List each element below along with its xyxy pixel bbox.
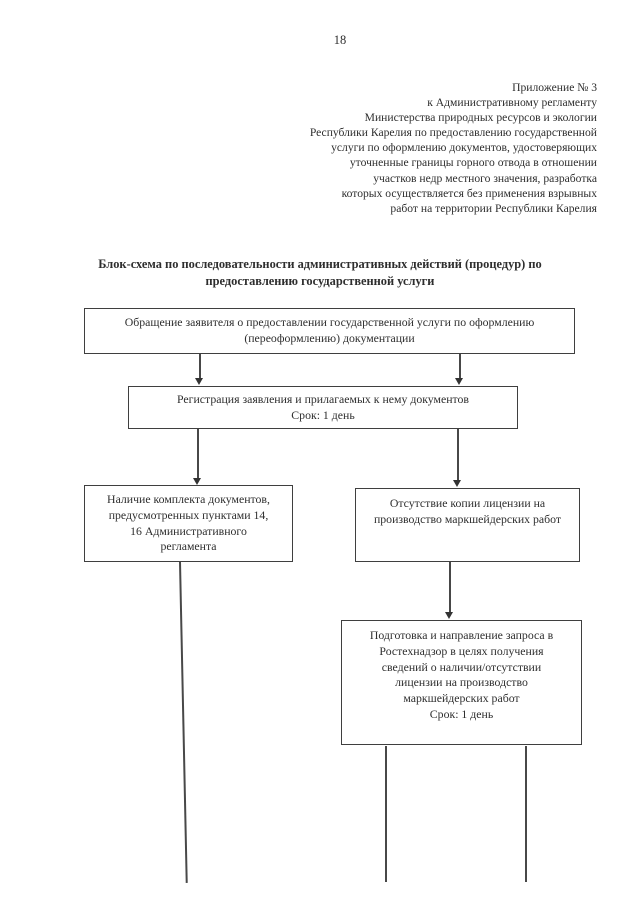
connector-rostechnadzor-down-right xyxy=(525,746,527,882)
flow-box-rostechnadzor-label: Подготовка и направление запроса в Росте… xyxy=(369,628,554,721)
page-number: 18 xyxy=(333,33,347,47)
connector-application-to-registration-left xyxy=(199,354,201,379)
flow-box-registration-label: Регистрация заявления и прилагаемых к не… xyxy=(176,391,470,422)
flow-box-application-label: Обращение заявителя о предоставлении гос… xyxy=(124,315,535,345)
flow-box-license-missing-label: Отсутствие копии лицензии на производств… xyxy=(373,496,562,526)
connector-registration-to-license xyxy=(457,429,459,481)
flow-box-application: Обращение заявителя о предоставлении гос… xyxy=(84,308,575,354)
arrow-down-icon xyxy=(195,378,203,385)
flow-box-docs-present-label: Наличие комплекта документов, предусмотр… xyxy=(107,491,270,554)
document-title: Блок-схема по последовательности админис… xyxy=(98,257,542,288)
connector-application-to-registration-right xyxy=(459,354,461,379)
arrow-down-icon xyxy=(455,378,463,385)
connector-docs-down xyxy=(179,561,188,883)
arrow-down-icon xyxy=(193,478,201,485)
flow-box-registration: Регистрация заявления и прилагаемых к не… xyxy=(128,386,518,429)
connector-rostechnadzor-down-left xyxy=(385,746,387,882)
arrow-down-icon xyxy=(453,480,461,487)
flow-box-license-missing: Отсутствие копии лицензии на производств… xyxy=(355,488,580,562)
flow-box-docs-present: Наличие комплекта документов, предусмотр… xyxy=(84,485,293,562)
connector-registration-to-docs xyxy=(197,429,199,479)
connector-license-to-rostechnadzor xyxy=(449,562,451,613)
appendix-header: Приложение № 3 к Административному регла… xyxy=(309,81,597,215)
arrow-down-icon xyxy=(445,612,453,619)
flow-box-rostechnadzor: Подготовка и направление запроса в Росте… xyxy=(341,620,582,745)
